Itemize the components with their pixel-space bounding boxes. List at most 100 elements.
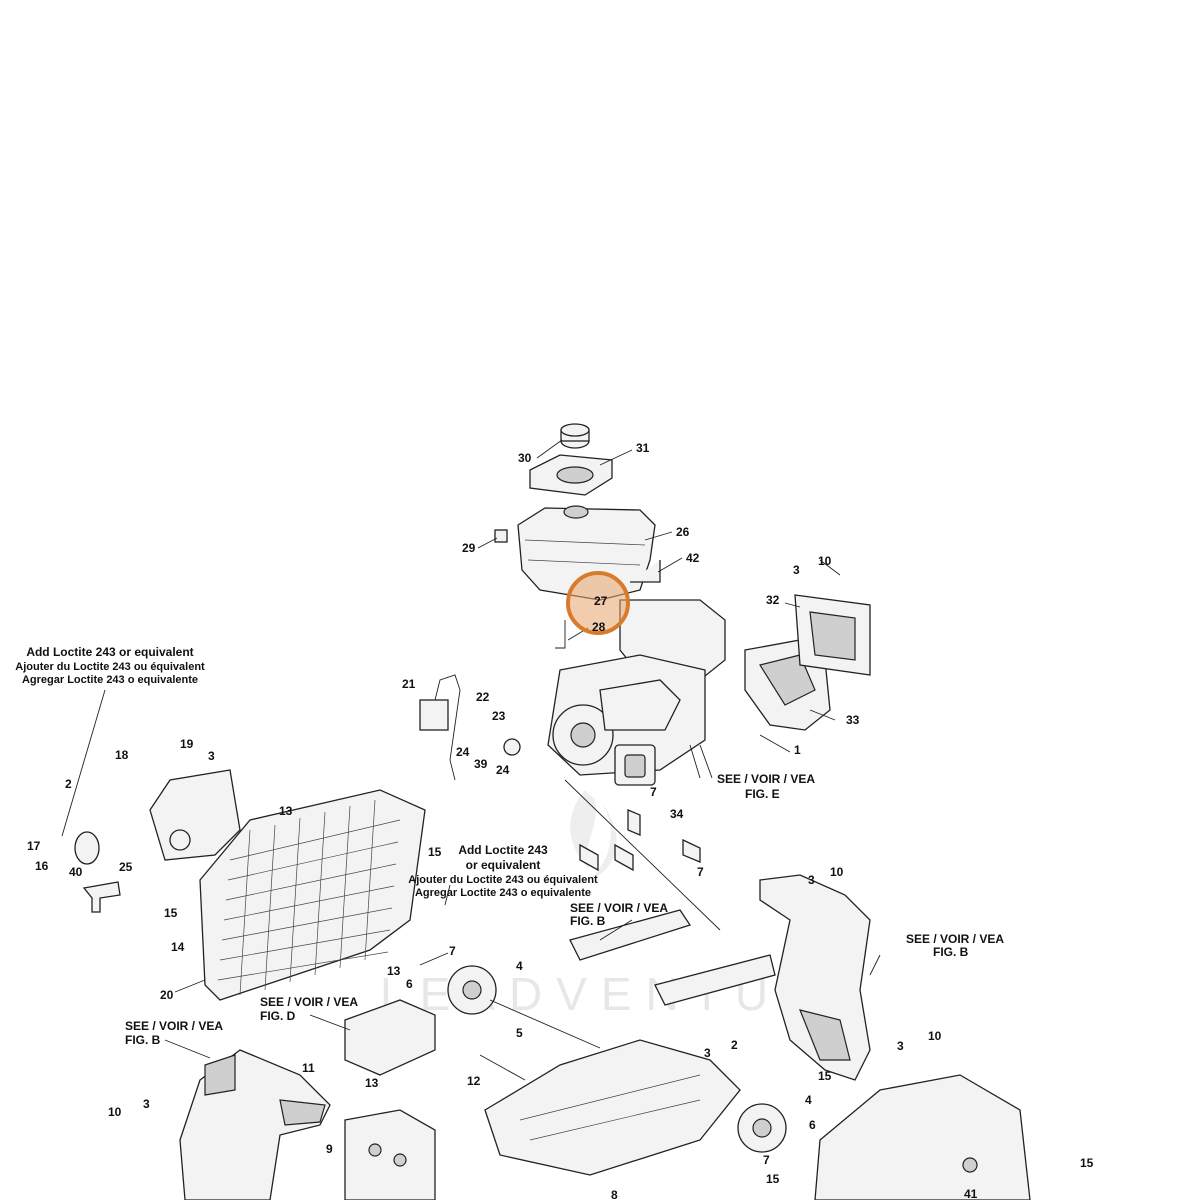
- ground-cable-part[interactable]: [479, 1054, 526, 1081]
- callout-26[interactable]: 26: [676, 525, 690, 539]
- callout-40[interactable]: 40: [69, 865, 83, 879]
- callout-18[interactable]: 18: [115, 748, 129, 762]
- highlight-circle[interactable]: [566, 571, 630, 635]
- knob-part[interactable]: [503, 738, 521, 756]
- callout-24-a[interactable]: 24: [456, 745, 470, 759]
- callout-13-b[interactable]: 13: [387, 964, 401, 978]
- handle-tube-part[interactable]: [569, 909, 776, 1006]
- callout-12[interactable]: 12: [467, 1074, 481, 1088]
- fuel-tank-part[interactable]: [517, 505, 656, 601]
- right-side-panel-part[interactable]: [814, 1074, 1031, 1200]
- callout-32[interactable]: 32: [766, 593, 780, 607]
- callout-3-bottom[interactable]: 3: [143, 1097, 150, 1111]
- callout-7-a[interactable]: 7: [650, 785, 657, 799]
- note-loctite-mid: Add Loctite 243 or equivalent Ajouter du…: [408, 843, 598, 899]
- svg-text:Add Loctite 243: Add Loctite 243: [458, 843, 548, 857]
- callout-3-frame-b[interactable]: 3: [897, 1039, 904, 1053]
- tank-bracket-part[interactable]: [630, 560, 661, 583]
- callout-5[interactable]: 5: [516, 1026, 523, 1040]
- svg-text:FIG. B: FIG. B: [125, 1033, 161, 1047]
- tank-cover-part[interactable]: [529, 454, 613, 496]
- callout-13-a[interactable]: 13: [279, 804, 293, 818]
- callout-15-a[interactable]: 15: [428, 845, 442, 859]
- callout-9[interactable]: 9: [326, 1142, 333, 1156]
- callout-16[interactable]: 16: [35, 859, 49, 873]
- callout-24-b[interactable]: 24: [496, 763, 510, 777]
- callout-3-tray[interactable]: 3: [704, 1046, 711, 1060]
- callout-13-c[interactable]: 13: [365, 1076, 379, 1090]
- callout-7-d[interactable]: 7: [763, 1153, 770, 1167]
- base-tray-part[interactable]: [484, 1039, 741, 1176]
- callout-15-b[interactable]: 15: [164, 906, 178, 920]
- control-bracket-part[interactable]: [419, 674, 461, 781]
- callout-25[interactable]: 25: [119, 860, 133, 874]
- leader-lines: [61, 439, 881, 1059]
- callout-15-e[interactable]: 15: [1080, 1156, 1094, 1170]
- callout-33[interactable]: 33: [846, 713, 860, 727]
- callout-29[interactable]: 29: [462, 541, 476, 555]
- fuel-hose-part[interactable]: [555, 620, 566, 649]
- svg-text:FIG. B: FIG. B: [570, 914, 606, 928]
- fuel-cap-part[interactable]: [560, 423, 590, 449]
- svg-text:Agregar Loctite 243 o equivale: Agregar Loctite 243 o equivalente: [22, 674, 198, 686]
- front-handle-part[interactable]: [179, 1049, 331, 1200]
- tank-mount-part[interactable]: [494, 529, 508, 543]
- callout-41[interactable]: 41: [964, 1187, 978, 1200]
- callout-3-left[interactable]: 3: [208, 749, 215, 763]
- callout-15-d[interactable]: 15: [766, 1172, 780, 1186]
- callout-31[interactable]: 31: [636, 441, 650, 455]
- svg-text:Add Loctite 243 or equivalent: Add Loctite 243 or equivalent: [26, 645, 193, 659]
- svg-text:SEE / VOIR / VEA: SEE / VOIR / VEA: [717, 772, 815, 786]
- callout-7-b[interactable]: 7: [697, 865, 704, 879]
- callout-1[interactable]: 1: [794, 743, 801, 757]
- callout-39[interactable]: 39: [474, 757, 488, 771]
- control-panel-part[interactable]: [344, 1109, 436, 1200]
- callout-3-frame[interactable]: 3: [808, 873, 815, 887]
- note-see-fig-b-right: SEE / VOIR / VEA FIG. B: [906, 932, 1004, 959]
- callout-11[interactable]: 11: [302, 1061, 315, 1075]
- callout-22[interactable]: 22: [476, 690, 490, 704]
- callout-21[interactable]: 21: [402, 677, 416, 691]
- callout-4-a[interactable]: 4: [516, 959, 523, 973]
- callout-10-left[interactable]: 10: [108, 1105, 122, 1119]
- callout-4-b[interactable]: 4: [805, 1093, 812, 1107]
- callout-10-top[interactable]: 10: [818, 554, 832, 568]
- callout-10-frame[interactable]: 10: [830, 865, 844, 879]
- callout-28[interactable]: 28: [592, 620, 606, 634]
- engine-mount-brackets-part[interactable]: [579, 809, 701, 872]
- callout-8[interactable]: 8: [611, 1188, 618, 1200]
- svg-text:SEE / VOIR / VEA: SEE / VOIR / VEA: [906, 932, 1004, 946]
- callout-23[interactable]: 23: [492, 709, 506, 723]
- right-frame-part[interactable]: [759, 874, 871, 1081]
- axle-part[interactable]: [489, 999, 601, 1049]
- callout-20[interactable]: 20: [160, 988, 174, 1002]
- callout-19[interactable]: 19: [180, 737, 194, 751]
- callout-3-top[interactable]: 3: [793, 563, 800, 577]
- callout-27[interactable]: 27: [594, 594, 608, 608]
- pull-handle-part[interactable]: [82, 881, 121, 913]
- svg-text:FIG. B: FIG. B: [933, 945, 969, 959]
- callout-17[interactable]: 17: [27, 839, 41, 853]
- callout-6-b[interactable]: 6: [809, 1118, 816, 1132]
- side-cover-part[interactable]: [149, 769, 241, 861]
- callout-14[interactable]: 14: [171, 940, 185, 954]
- callout-42[interactable]: 42: [686, 551, 700, 565]
- recoil-knob-part[interactable]: [74, 831, 100, 865]
- left-side-panel-part[interactable]: [199, 789, 426, 1001]
- wheel-right-part[interactable]: [737, 1103, 787, 1153]
- callout-34[interactable]: 34: [670, 807, 684, 821]
- exhaust-cover-part[interactable]: [794, 594, 871, 676]
- callout-15-c[interactable]: 15: [818, 1069, 832, 1083]
- callout-2-left[interactable]: 2: [65, 777, 72, 791]
- callout-2-tray[interactable]: 2: [731, 1038, 738, 1052]
- callout-10-frame-b[interactable]: 10: [928, 1029, 942, 1043]
- svg-text:SEE / VOIR / VEA: SEE / VOIR / VEA: [570, 901, 668, 915]
- engine-part[interactable]: [547, 599, 726, 786]
- callout-7-c[interactable]: 7: [449, 944, 456, 958]
- callout-30[interactable]: 30: [518, 451, 532, 465]
- callout-6-a[interactable]: 6: [406, 977, 413, 991]
- inverter-module-part[interactable]: [344, 999, 436, 1076]
- wheel-left-part[interactable]: [447, 965, 497, 1015]
